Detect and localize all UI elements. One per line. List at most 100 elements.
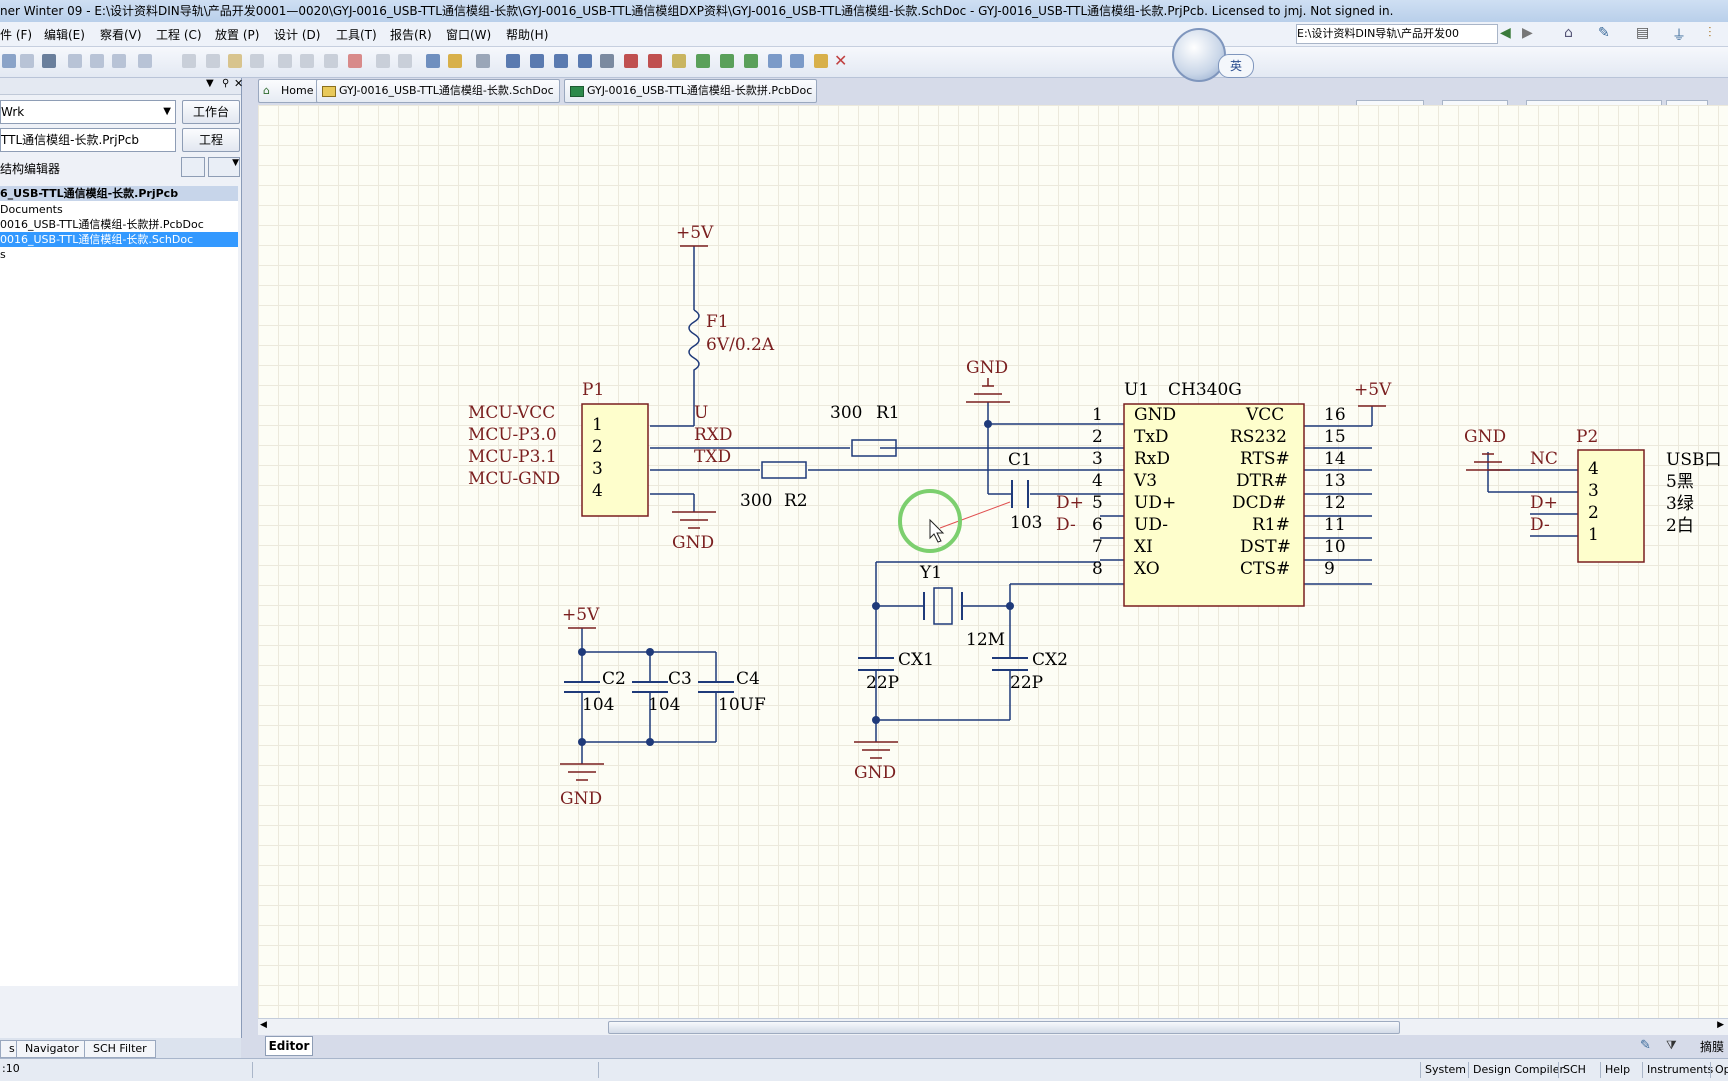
pin-icon[interactable]: ⫶: [1708, 25, 1712, 41]
ground-icon[interactable]: ⏚: [1672, 28, 1686, 44]
status-system[interactable]: System: [1420, 1062, 1470, 1078]
menu-tools[interactable]: 工具(T): [336, 28, 377, 42]
chart-icon[interactable]: ✎: [1598, 25, 1610, 41]
tab-pcbdoc[interactable]: GYJ-0016_USB-TTL通信模组-长款拼.PcbDoc: [564, 79, 817, 103]
p2-gnd-label: GND: [1464, 427, 1507, 447]
layers-icon[interactable]: [42, 54, 56, 68]
tree-item-schdoc[interactable]: 0016_USB-TTL通信模组-长款.SchDoc: [0, 232, 238, 247]
print-icon[interactable]: ▤: [1636, 25, 1650, 41]
redo-icon[interactable]: [398, 54, 412, 68]
zoom-fit-icon[interactable]: [68, 54, 82, 68]
cross-probe-icon[interactable]: [448, 54, 462, 68]
zoom-select-icon[interactable]: [112, 54, 126, 68]
status-sch[interactable]: SCH: [1558, 1062, 1590, 1078]
paste-icon[interactable]: [228, 54, 242, 68]
tab-sch-filter[interactable]: SCH Filter: [84, 1040, 156, 1058]
clear-filter-icon[interactable]: [348, 54, 362, 68]
hierarchy-icon[interactable]: [426, 54, 440, 68]
net-label-icon[interactable]: [578, 54, 592, 68]
menu-project[interactable]: 工程 (C): [156, 28, 202, 42]
workspace-combo[interactable]: Wrk ▼: [0, 100, 176, 124]
editor-tab[interactable]: Editor: [265, 1036, 313, 1056]
horizontal-scrollbar[interactable]: ◀ ▶: [258, 1018, 1728, 1035]
workspace-button[interactable]: 工作台: [182, 100, 240, 124]
device-sheet-icon[interactable]: [744, 54, 758, 68]
copy-icon[interactable]: [206, 54, 220, 68]
filter-icon[interactable]: ⧩: [1666, 1038, 1677, 1052]
tree-item-other[interactable]: s: [0, 248, 6, 261]
menu-design[interactable]: 设计 (D): [274, 28, 321, 42]
menu-file[interactable]: 件 (F): [0, 28, 33, 42]
panel-pin-icon[interactable]: ⚲: [222, 78, 230, 89]
select-area-icon[interactable]: [278, 54, 292, 68]
folder-icon[interactable]: ▼: [208, 157, 240, 177]
u1-pin-name: XI: [1134, 537, 1153, 557]
project-button[interactable]: 工程: [182, 128, 240, 152]
menu-help[interactable]: 帮助(H): [506, 28, 549, 42]
no-erc-icon[interactable]: ✕: [834, 51, 848, 70]
menu-window[interactable]: 窗口(W): [446, 28, 492, 42]
rubber-stamp-icon[interactable]: [250, 54, 264, 68]
sheet-symbol-icon[interactable]: [696, 54, 710, 68]
left-panel-tabs: s Navigator SCH Filter: [0, 1038, 241, 1058]
back-icon[interactable]: ◀: [1500, 25, 1511, 41]
path-combo[interactable]: E:\设计资料DIN导轨\产品开发00: [1296, 24, 1498, 44]
assistant-avatar[interactable]: [1172, 28, 1226, 82]
sheet-entry-icon[interactable]: [720, 54, 734, 68]
open-icon[interactable]: [2, 54, 16, 68]
panel-menu-icon[interactable]: ▼: [206, 78, 214, 89]
schematic-canvas[interactable]: +5V F1 6V/0.2A U P1 MCU-VCC MCU-P3.0 MCU…: [258, 105, 1728, 1018]
structure-view-icon[interactable]: [181, 157, 205, 177]
part-icon[interactable]: [672, 54, 686, 68]
project-field[interactable]: TTL通信模组-长款.PrjPcb: [0, 128, 176, 152]
browse-library-icon[interactable]: [476, 54, 490, 68]
ime-indicator[interactable]: 英: [1218, 54, 1254, 78]
off-sheet-icon[interactable]: [790, 54, 804, 68]
undo-icon[interactable]: [376, 54, 390, 68]
directive-icon[interactable]: [814, 54, 828, 68]
c1-value: 103: [1010, 513, 1043, 533]
projects-panel: ▼ ⚲ ✕ Wrk ▼ 工作台 TTL通信模组-长款.PrjPcb 工程 结构编…: [0, 77, 244, 1038]
net-icon[interactable]: [600, 54, 614, 68]
bus-entry-icon[interactable]: [554, 54, 568, 68]
menu-edit[interactable]: 编辑(E): [44, 28, 85, 42]
schematic-labels: +5V F1 6V/0.2A U P1 MCU-VCC MCU-P3.0 MCU…: [258, 105, 1728, 1018]
tray-label[interactable]: 摘膜: [1700, 1040, 1725, 1054]
forward-icon[interactable]: ▶: [1522, 25, 1533, 41]
tab-schdoc[interactable]: GYJ-0016_USB-TTL通信模组-长款.SchDoc: [316, 79, 560, 103]
scrollbar-thumb[interactable]: [608, 1021, 1400, 1034]
vcc-port-icon[interactable]: [648, 54, 662, 68]
tree-item-pcbdoc[interactable]: 0016_USB-TTL通信模组-长款拼.PcbDoc: [0, 218, 204, 231]
usb-wire-white: 2白: [1666, 516, 1694, 536]
u1-pin-num: 3: [1092, 449, 1103, 469]
structure-editor-label: 结构编辑器: [0, 162, 61, 176]
scroll-left-icon[interactable]: ◀: [260, 1020, 267, 1030]
zoom-menu-icon[interactable]: [138, 54, 152, 68]
gnd-port-icon[interactable]: [624, 54, 638, 68]
menu-view[interactable]: 察看(V): [100, 28, 142, 42]
bus-icon[interactable]: [530, 54, 544, 68]
status-help[interactable]: Help: [1600, 1062, 1634, 1078]
scroll-right-icon[interactable]: ▶: [1717, 1020, 1724, 1030]
cut-icon[interactable]: [182, 54, 196, 68]
ime-label: 英: [1229, 59, 1242, 73]
project-tree: 6_USB-TTL通信模组-长款.PrjPcb Documents 0016_U…: [0, 186, 238, 986]
menu-reports[interactable]: 报告(R): [390, 28, 432, 42]
tab-navigator[interactable]: Navigator: [16, 1040, 88, 1058]
move-icon[interactable]: [300, 54, 314, 68]
pen-icon[interactable]: ✎: [1640, 1038, 1651, 1053]
zoom-area-icon[interactable]: [90, 54, 104, 68]
panel-close-icon[interactable]: ✕: [234, 77, 244, 90]
menu-place[interactable]: 放置 (P): [215, 28, 260, 42]
tree-item-documents[interactable]: Documents: [0, 203, 63, 216]
status-design-compiler[interactable]: Design Compiler: [1468, 1062, 1568, 1078]
p2-net-dplus: D+: [1530, 493, 1558, 513]
status-instruments[interactable]: Instruments: [1642, 1062, 1717, 1078]
deselect-icon[interactable]: [324, 54, 338, 68]
home-icon[interactable]: ⌂: [1564, 25, 1573, 41]
preview-icon[interactable]: [20, 54, 34, 68]
port-icon[interactable]: [768, 54, 782, 68]
status-op[interactable]: Op: [1710, 1062, 1728, 1078]
wire-icon[interactable]: [506, 54, 520, 68]
tree-item-project[interactable]: 6_USB-TTL通信模组-长款.PrjPcb: [0, 186, 238, 201]
